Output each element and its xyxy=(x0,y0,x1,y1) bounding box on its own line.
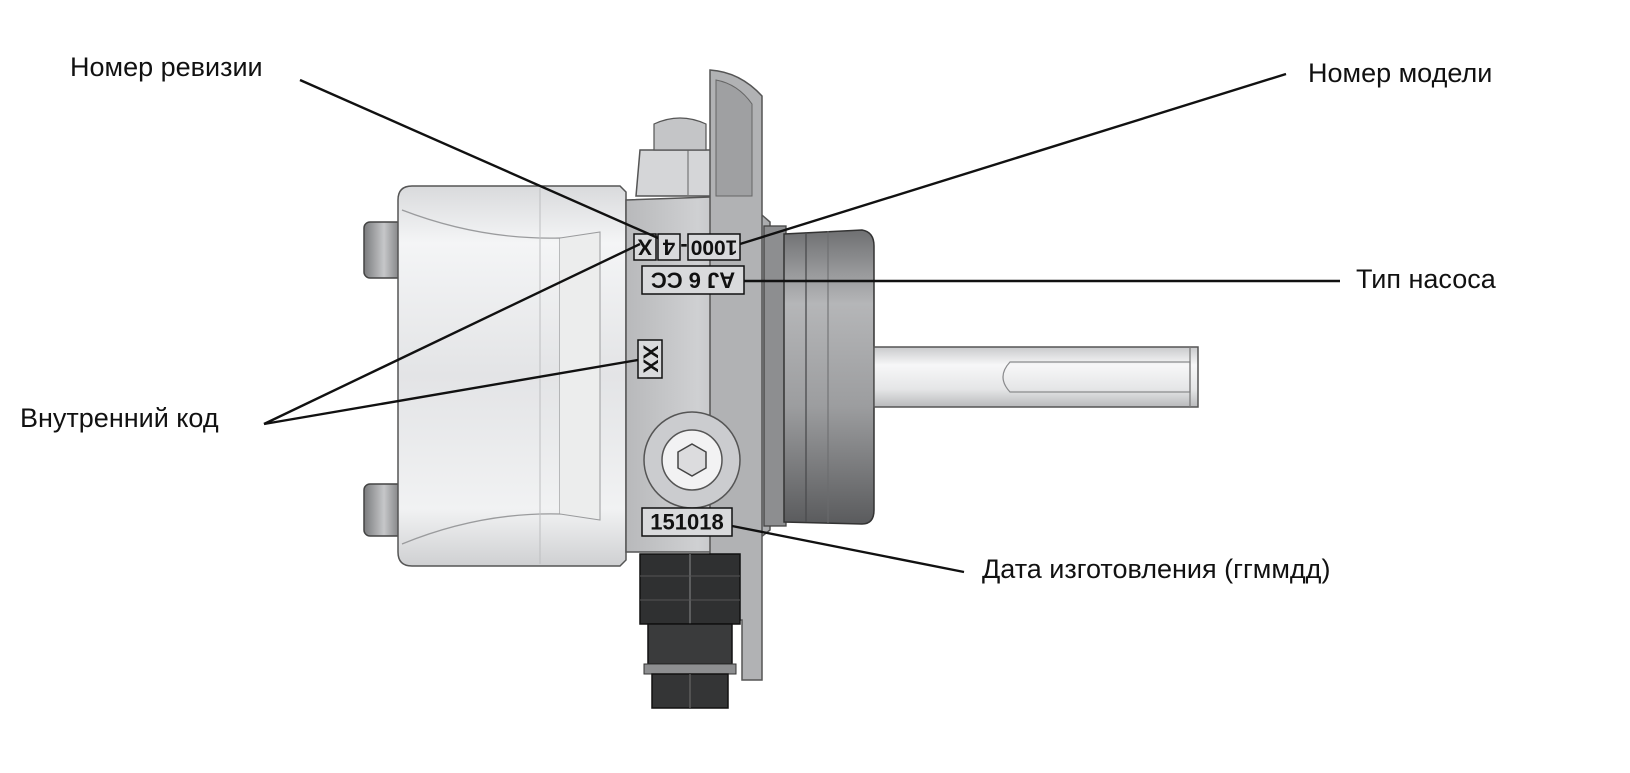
model-number-value: 1000 xyxy=(691,236,738,259)
pump-type-marking: AJ 6 CC xyxy=(641,265,745,295)
leader-internal-code-2 xyxy=(263,358,639,426)
date-marking: 151018 xyxy=(641,507,733,537)
model-box xyxy=(687,233,741,261)
revision-dash: - xyxy=(680,235,687,260)
label-pump-type: Тип насоса xyxy=(1356,264,1497,294)
label-model-number: Номер модели xyxy=(1308,58,1492,88)
model-revision-marking: X 4 - 1000 xyxy=(633,233,741,261)
leader-internal-code-1 xyxy=(263,242,641,426)
pump-type-value: AJ 6 CC xyxy=(651,268,735,293)
manufacture-date-value: 151018 xyxy=(650,510,723,535)
pump-body xyxy=(363,69,1199,709)
label-revision-number: Номер ревизии xyxy=(70,52,263,82)
leader-date xyxy=(731,524,965,574)
shaft-seal-ring xyxy=(763,225,787,527)
revision-number-value: 4 xyxy=(662,235,675,260)
internal-code-marking: XX xyxy=(637,339,663,379)
internal-code-x: X xyxy=(637,235,652,260)
label-internal-code: Внутренний код xyxy=(20,403,219,433)
leader-revision xyxy=(299,78,659,240)
leader-lines xyxy=(263,72,1340,574)
internal-code-xx: XX xyxy=(639,345,662,373)
revision-box xyxy=(657,233,681,261)
leader-model xyxy=(739,72,1287,246)
drive-shaft xyxy=(873,346,1199,408)
drive-hub xyxy=(783,229,875,525)
label-manufacture-date: Дата изготовления (ггммдд) xyxy=(982,554,1330,584)
